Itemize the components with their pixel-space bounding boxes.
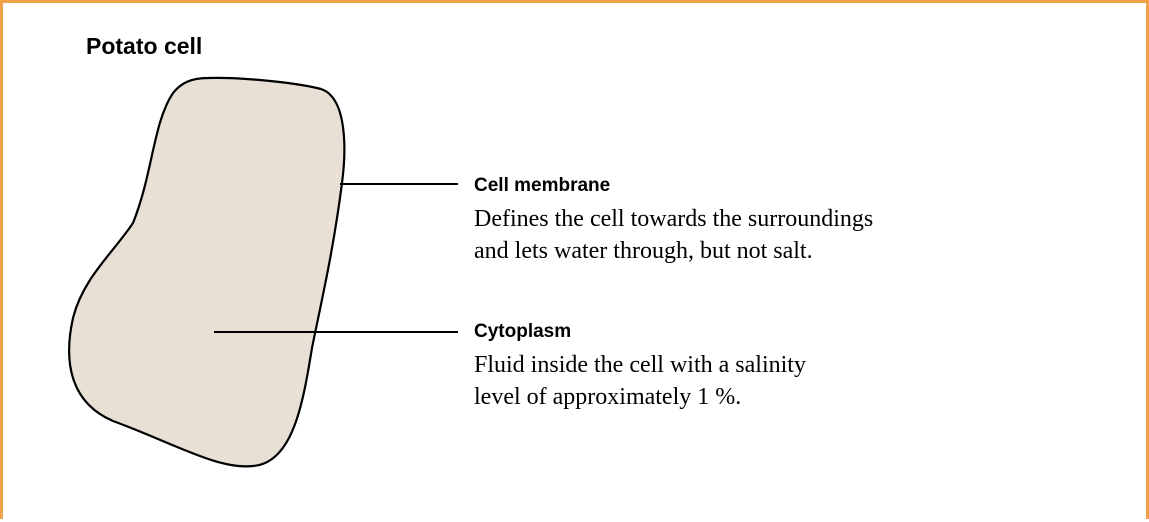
cell-membrane-line-2: and lets water through, but not salt. bbox=[474, 235, 873, 267]
cell-membrane-line-1: Defines the cell towards the surrounding… bbox=[474, 203, 873, 235]
cytoplasm-heading: Cytoplasm bbox=[474, 321, 571, 344]
cytoplasm-description: Fluid inside the cell with a salinity le… bbox=[474, 349, 806, 413]
cell-membrane-heading: Cell membrane bbox=[474, 175, 610, 198]
cytoplasm-line-1: Fluid inside the cell with a salinity bbox=[474, 349, 806, 381]
cytoplasm-line-2: level of approximately 1 %. bbox=[474, 381, 806, 413]
cell-membrane-description: Defines the cell towards the surrounding… bbox=[474, 203, 873, 267]
potato-cell-shape bbox=[69, 78, 344, 467]
